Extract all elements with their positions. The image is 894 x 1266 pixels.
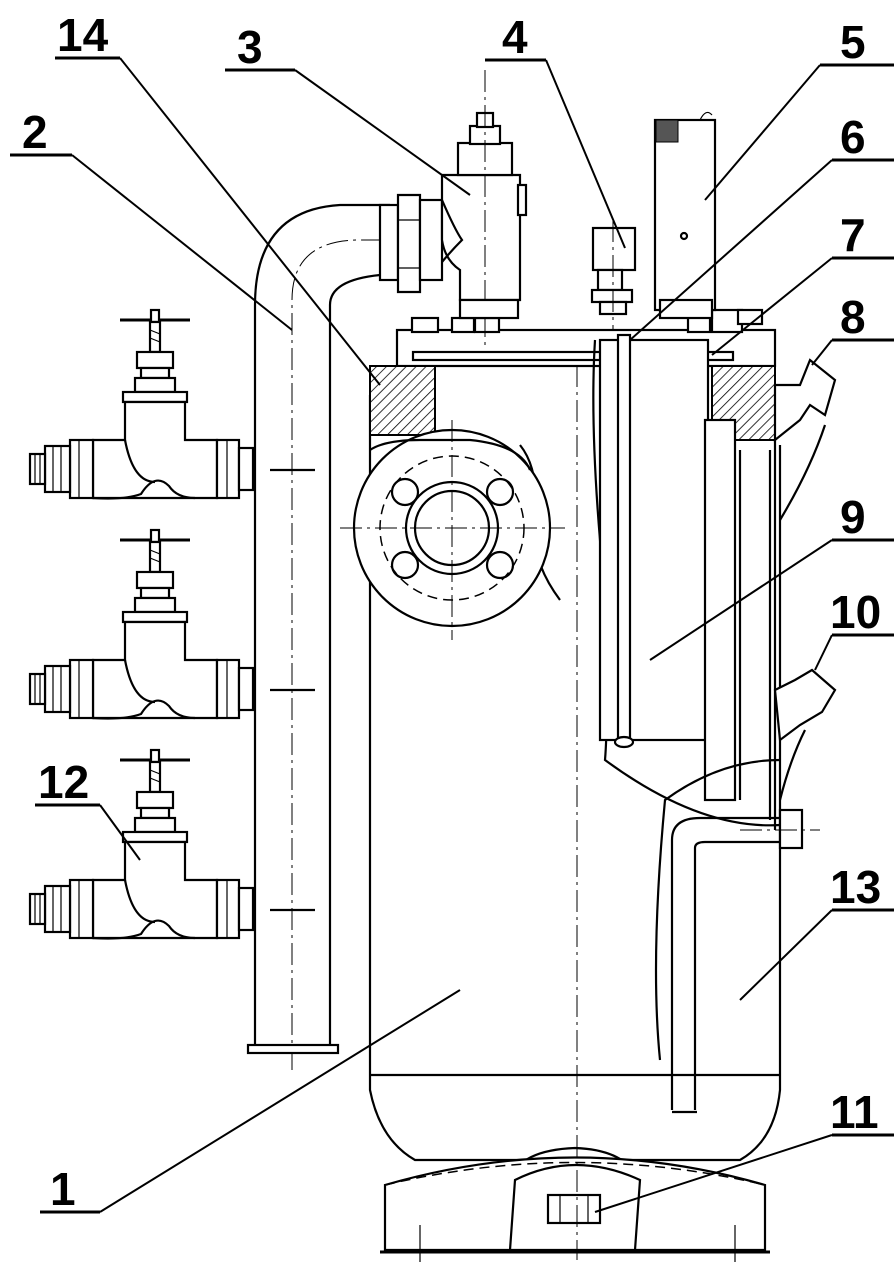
callout-1: 1 xyxy=(50,1163,76,1215)
callout-14: 14 xyxy=(57,9,109,61)
callout-7: 7 xyxy=(840,209,866,261)
shutoff-valve-upper xyxy=(28,308,255,500)
callout-9: 9 xyxy=(840,491,866,543)
callout-11: 11 xyxy=(830,1086,879,1138)
nozzle-8 xyxy=(773,358,837,443)
callout-8: 8 xyxy=(840,291,866,343)
callout-12: 12 xyxy=(38,756,89,808)
callout-4: 4 xyxy=(502,11,528,63)
callout-2: 2 xyxy=(22,106,48,158)
callout-6: 6 xyxy=(840,111,866,163)
manifold-pipe xyxy=(246,203,400,1070)
safety-valve xyxy=(440,70,528,345)
internal-pipe xyxy=(670,816,780,1110)
gauge-column xyxy=(653,111,717,320)
callout-3: 3 xyxy=(237,21,263,73)
pressure-switch xyxy=(590,220,637,330)
callout-5: 5 xyxy=(840,16,866,68)
shutoff-valve-middle xyxy=(28,528,255,720)
callout-10: 10 xyxy=(830,586,881,638)
nozzle-10 xyxy=(773,668,837,743)
side-flange xyxy=(340,420,565,640)
callout-13: 13 xyxy=(830,861,881,913)
heater-element xyxy=(598,338,710,742)
